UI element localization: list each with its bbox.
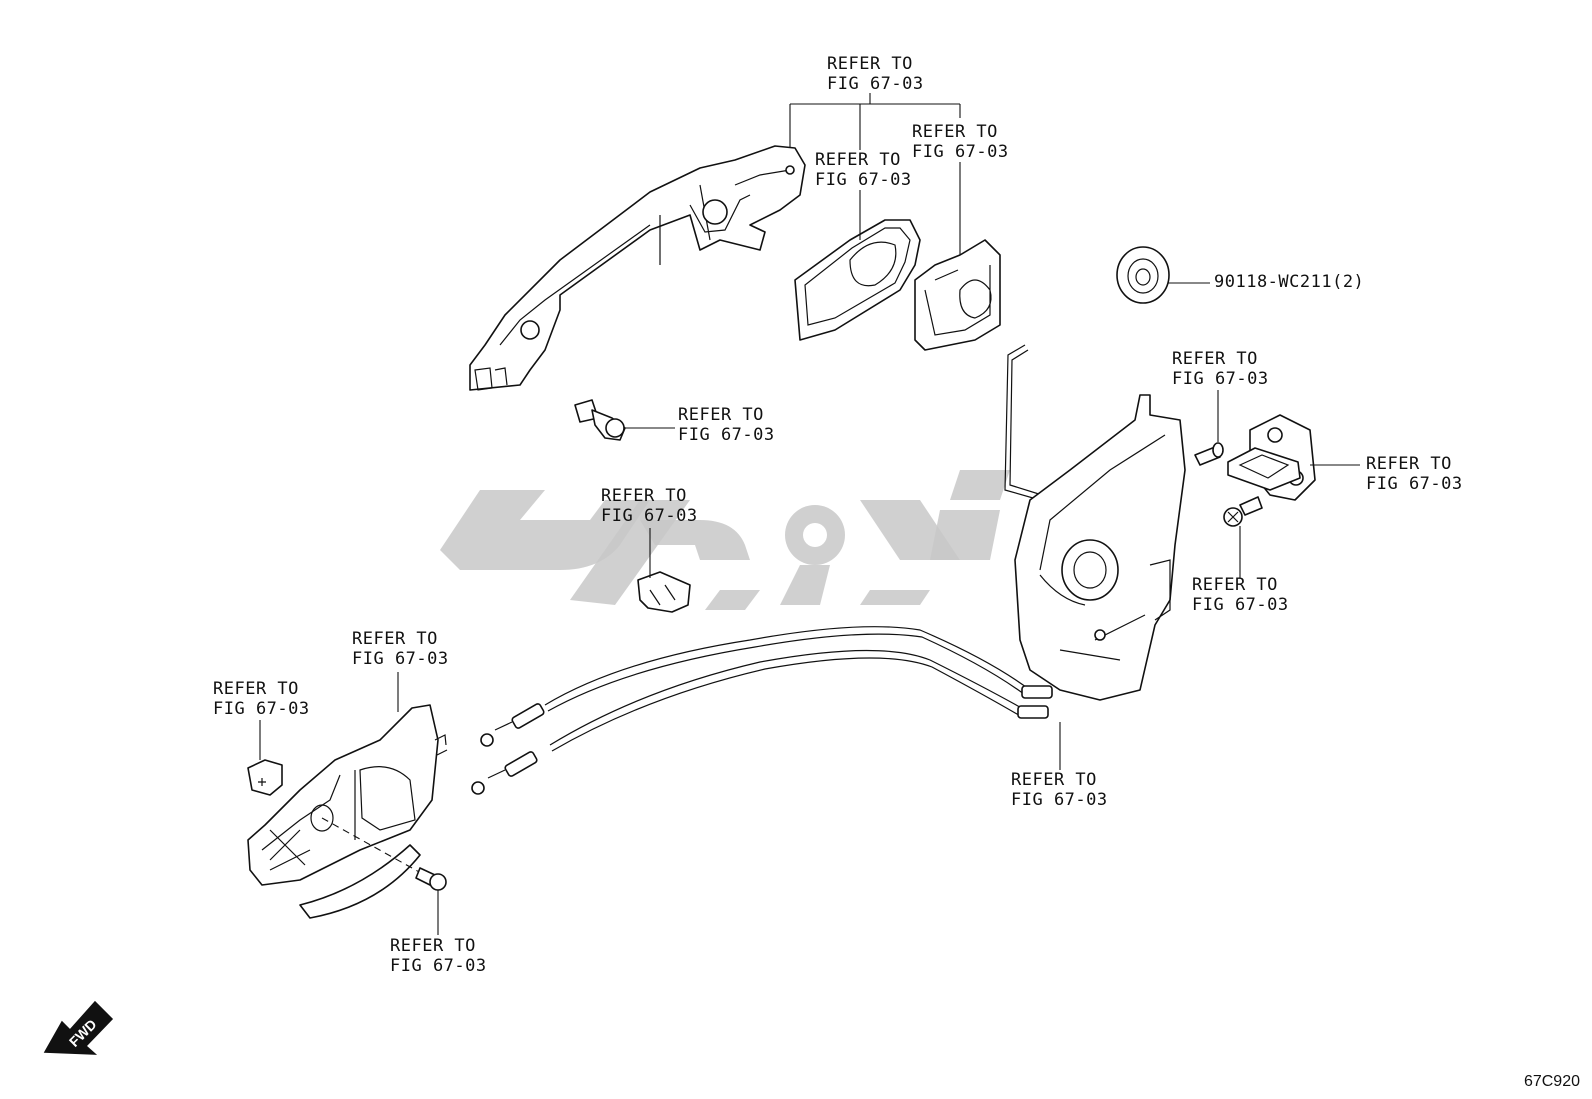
callout-line: REFER TO [912,122,998,142]
callout-frame: REFER TO FIG 67-03 [912,122,1009,162]
striker-screw-upper [1194,390,1224,466]
callout-clip: REFER TO FIG 67-03 [601,486,698,526]
callout-lock-cable: REFER TO FIG 67-03 [1011,770,1108,810]
cap-part [247,720,283,796]
callout-line: FIG 67-03 [827,74,924,94]
callout-line: REFER TO [815,150,901,170]
callout-line: FIG 67-03 [1011,790,1108,810]
callout-line: REFER TO [678,405,764,425]
callout-line: FIG 67-03 [1172,369,1269,389]
callout-inner-handle: REFER TO FIG 67-03 [352,629,449,669]
callout-line: FIG 67-03 [352,649,449,669]
inside-handle-screw [415,867,447,935]
callout-striker: REFER TO FIG 67-03 [1366,454,1463,494]
handle-gasket [794,219,921,341]
callout-line: REFER TO [1366,454,1452,474]
control-cables [471,626,1061,795]
callout-screw-lower: REFER TO FIG 67-03 [1192,575,1289,615]
striker-screw-lower [1223,496,1263,578]
callout-line: FIG 67-03 [815,170,912,190]
callout-line: FIG 67-03 [213,699,310,719]
callout-line: REFER TO [1172,349,1258,369]
callout-line: FIG 67-03 [1366,474,1463,494]
watermark-logo [440,470,1010,610]
grommet-part [1116,246,1210,304]
door-lock-assembly [1004,344,1186,701]
callout-gasket: REFER TO FIG 67-03 [815,150,912,190]
part-number-label: 90118-WC211(2) [1214,272,1365,292]
callout-line: FIG 67-03 [390,956,487,976]
striker-assembly [1227,414,1360,501]
callout-line: REFER TO [1011,770,1097,790]
clip-part [637,528,691,613]
callout-screw-top: REFER TO FIG 67-03 [1172,349,1269,389]
callout-line: FIG 67-03 [1192,595,1289,615]
callout-line: REFER TO [213,679,299,699]
callout-line: REFER TO [601,486,687,506]
callout-leaders [789,93,961,255]
callout-line: FIG 67-03 [678,425,775,445]
callout-line: FIG 67-03 [912,142,1009,162]
inside-door-handle [247,672,448,919]
callout-cap: REFER TO FIG 67-03 [213,679,310,719]
callout-line: FIG 67-03 [601,506,698,526]
callout-handle-top: REFER TO FIG 67-03 [827,54,924,94]
callout-line: REFER TO [827,54,913,74]
callout-screw-bottom: REFER TO FIG 67-03 [390,936,487,976]
figure-code: 67C920 [1523,1073,1580,1090]
forward-arrow-icon: FWD [43,1000,114,1055]
callout-line: REFER TO [352,629,438,649]
handle-frame [914,239,1001,351]
callout-bolt: REFER TO FIG 67-03 [678,405,775,445]
outside-door-handle [469,145,806,391]
callout-line: REFER TO [1192,575,1278,595]
callout-line: REFER TO [390,936,476,956]
bolt-part [574,399,675,441]
